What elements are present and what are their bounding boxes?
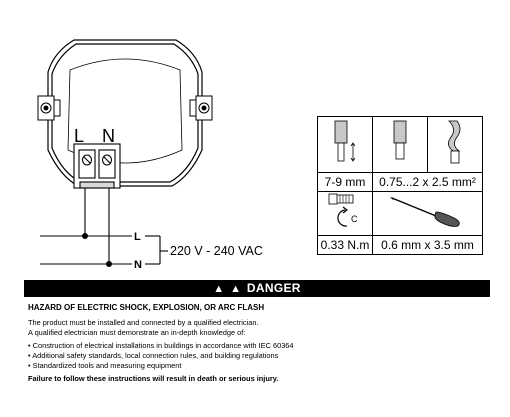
stripped-wire-icon [334, 120, 356, 162]
strip-length-value: 7-9 mm [317, 172, 373, 192]
wire-end-picture [372, 116, 428, 173]
spec-table: 7-9 mm 0.75...2 x 2.5 mm² C [317, 116, 483, 255]
danger-failure: Failure to follow these instructions wil… [28, 374, 279, 383]
danger-header: ▲ ▲ DANGER [24, 280, 490, 297]
right-clip [189, 95, 213, 121]
warning-triangle-icon-2: ▲ [230, 283, 242, 295]
torque-picture: C [317, 191, 373, 236]
danger-intro-2: A qualified electrician must demonstrate… [28, 328, 246, 337]
twisted-wire-picture [427, 116, 483, 173]
strip-length-picture [317, 116, 373, 173]
wire-end-icon [393, 120, 407, 160]
screwdriver-value: 0.6 mm x 3.5 mm [372, 235, 483, 255]
danger-body: HAZARD OF ELECTRIC SHOCK, EXPLOSION, OR … [24, 297, 490, 384]
torque-direction-letter: C [351, 214, 358, 224]
wire-label-L: L [134, 231, 141, 243]
voltage-label: 220 V - 240 VAC [170, 244, 263, 258]
screwdriver-icon [389, 197, 460, 227]
screw-icon: C [328, 193, 358, 227]
wiring-diagram: L N L N 220 V - 240 VAC [37, 39, 263, 271]
screwdriver-picture [372, 191, 483, 236]
device-housing [47, 39, 203, 187]
danger-heading: DANGER [246, 281, 301, 295]
torque-value: 0.33 N.m [317, 235, 373, 255]
wires [40, 188, 168, 265]
danger-list: Construction of electrical installations… [28, 341, 486, 371]
list-item: Standardized tools and measuring equipme… [28, 361, 486, 371]
wire-label-N: N [134, 259, 142, 271]
list-item: Construction of electrical installations… [28, 341, 486, 351]
junction-dot-N [106, 261, 112, 267]
danger-intro-1: The product must be installed and connec… [28, 318, 259, 327]
terminal-label-N: N [102, 126, 115, 146]
twisted-wire-icon [448, 120, 461, 164]
danger-title: HAZARD OF ELECTRIC SHOCK, EXPLOSION, OR … [28, 303, 265, 312]
junction-dot-L [82, 233, 88, 239]
rotation-arrow-icon [337, 209, 348, 227]
danger-box: ▲ ▲ DANGER HAZARD OF ELECTRIC SHOCK, EXP… [24, 280, 490, 404]
cable-section-value: 0.75...2 x 2.5 mm² [372, 172, 483, 192]
terminal-block [73, 143, 121, 189]
terminal-label-L: L [74, 126, 84, 146]
left-clip [37, 95, 61, 121]
list-item: Additional safety standards, local conne… [28, 351, 486, 361]
warning-triangle-icon: ▲ [213, 283, 225, 295]
